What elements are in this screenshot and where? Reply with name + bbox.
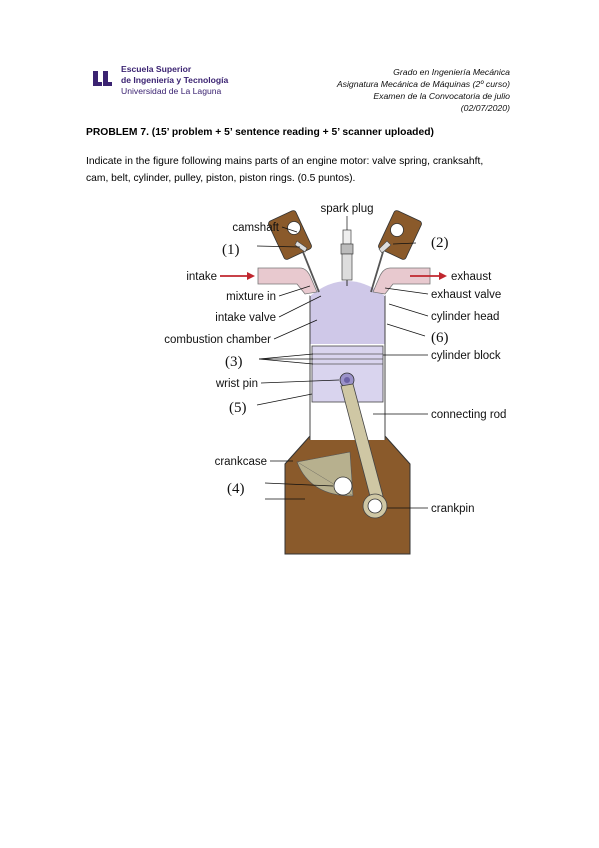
label-camshaft: camshaft (232, 222, 279, 234)
number-2: (2) (431, 235, 449, 251)
course-line-4: (02/07/2020) (460, 103, 510, 113)
exhaust-cam-assembly (370, 210, 422, 293)
connecting-rod-shape (340, 383, 384, 501)
ull-logo-icon (93, 71, 112, 86)
logo-line-1: Escuela Superior (121, 64, 192, 74)
exhaust-port (372, 267, 431, 295)
number-4: (4) (227, 481, 245, 497)
combustion-chamber-shape (310, 281, 385, 344)
label-spark-plug: spark plug (320, 203, 373, 215)
intake-port (257, 267, 318, 295)
course-line-3: Examen de la Convocatoria de julio (373, 91, 510, 101)
number-6: (6) (431, 330, 449, 346)
problem-title: PROBLEM 7. (15’ problem + 5’ sentence re… (86, 127, 434, 138)
label-exhaust: exhaust (451, 271, 492, 283)
number-5: (5) (229, 400, 247, 416)
crankpin-shape (367, 498, 383, 514)
university-logo: Escuela Superior de Ingeniería y Tecnolo… (90, 64, 250, 104)
intake-cam-assembly (268, 210, 320, 293)
problem-statement: Indicate in the figure following mains p… (86, 156, 484, 184)
engine-diagram: spark plug camshaft (1) (2) intake exhau… (164, 203, 506, 555)
logo-line-3: Universidad de La Laguna (121, 86, 222, 96)
label-crankcase: crankcase (215, 456, 267, 468)
label-intake-valve: intake valve (215, 312, 276, 324)
label-cylinder-head: cylinder head (431, 311, 499, 323)
label-combustion-chamber: combustion chamber (164, 334, 271, 346)
label-crankpin: crankpin (431, 503, 474, 515)
logo-line-2: de Ingeniería y Tecnología (121, 75, 229, 85)
course-line-1: Grado en Ingeniería Mecánica (393, 67, 510, 77)
label-exhaust-valve: exhaust valve (431, 289, 501, 301)
course-info: Grado en Ingeniería Mecánica Asignatura … (337, 66, 510, 114)
number-1: (1) (222, 242, 240, 258)
label-intake: intake (186, 271, 217, 283)
number-3: (3) (225, 354, 243, 370)
course-line-2: Asignatura Mecánica de Máquinas (2º curs… (336, 79, 510, 89)
label-mixture-in: mixture in (226, 291, 276, 303)
spark-plug-shape (340, 229, 354, 286)
label-wrist-pin: wrist pin (215, 378, 258, 390)
label-cylinder-block: cylinder block (431, 350, 501, 362)
label-connecting-rod: connecting rod (431, 409, 506, 421)
